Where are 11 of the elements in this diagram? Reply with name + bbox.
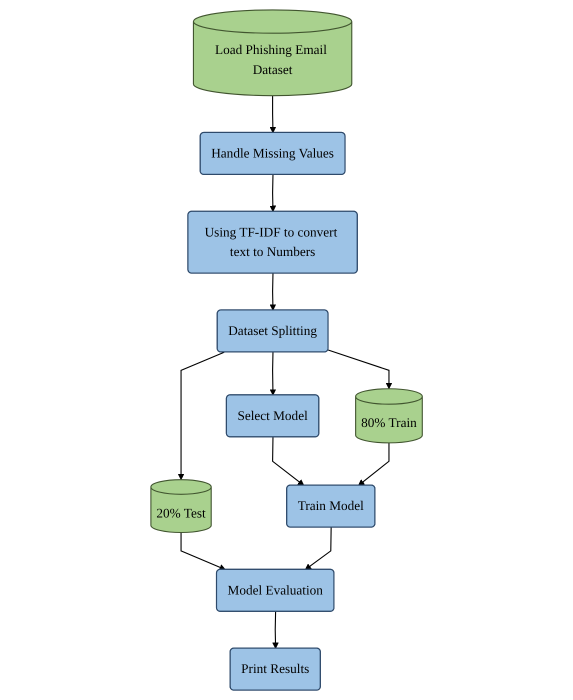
arrow (328, 349, 392, 390)
arrow (270, 352, 276, 396)
arrow (272, 437, 304, 486)
arrow (270, 174, 276, 212)
arrow (180, 532, 226, 570)
arrow (270, 273, 276, 311)
arrow (358, 442, 390, 486)
arrow (272, 612, 279, 649)
arrow (304, 527, 332, 570)
arrow (178, 352, 224, 480)
arrow (270, 96, 276, 134)
